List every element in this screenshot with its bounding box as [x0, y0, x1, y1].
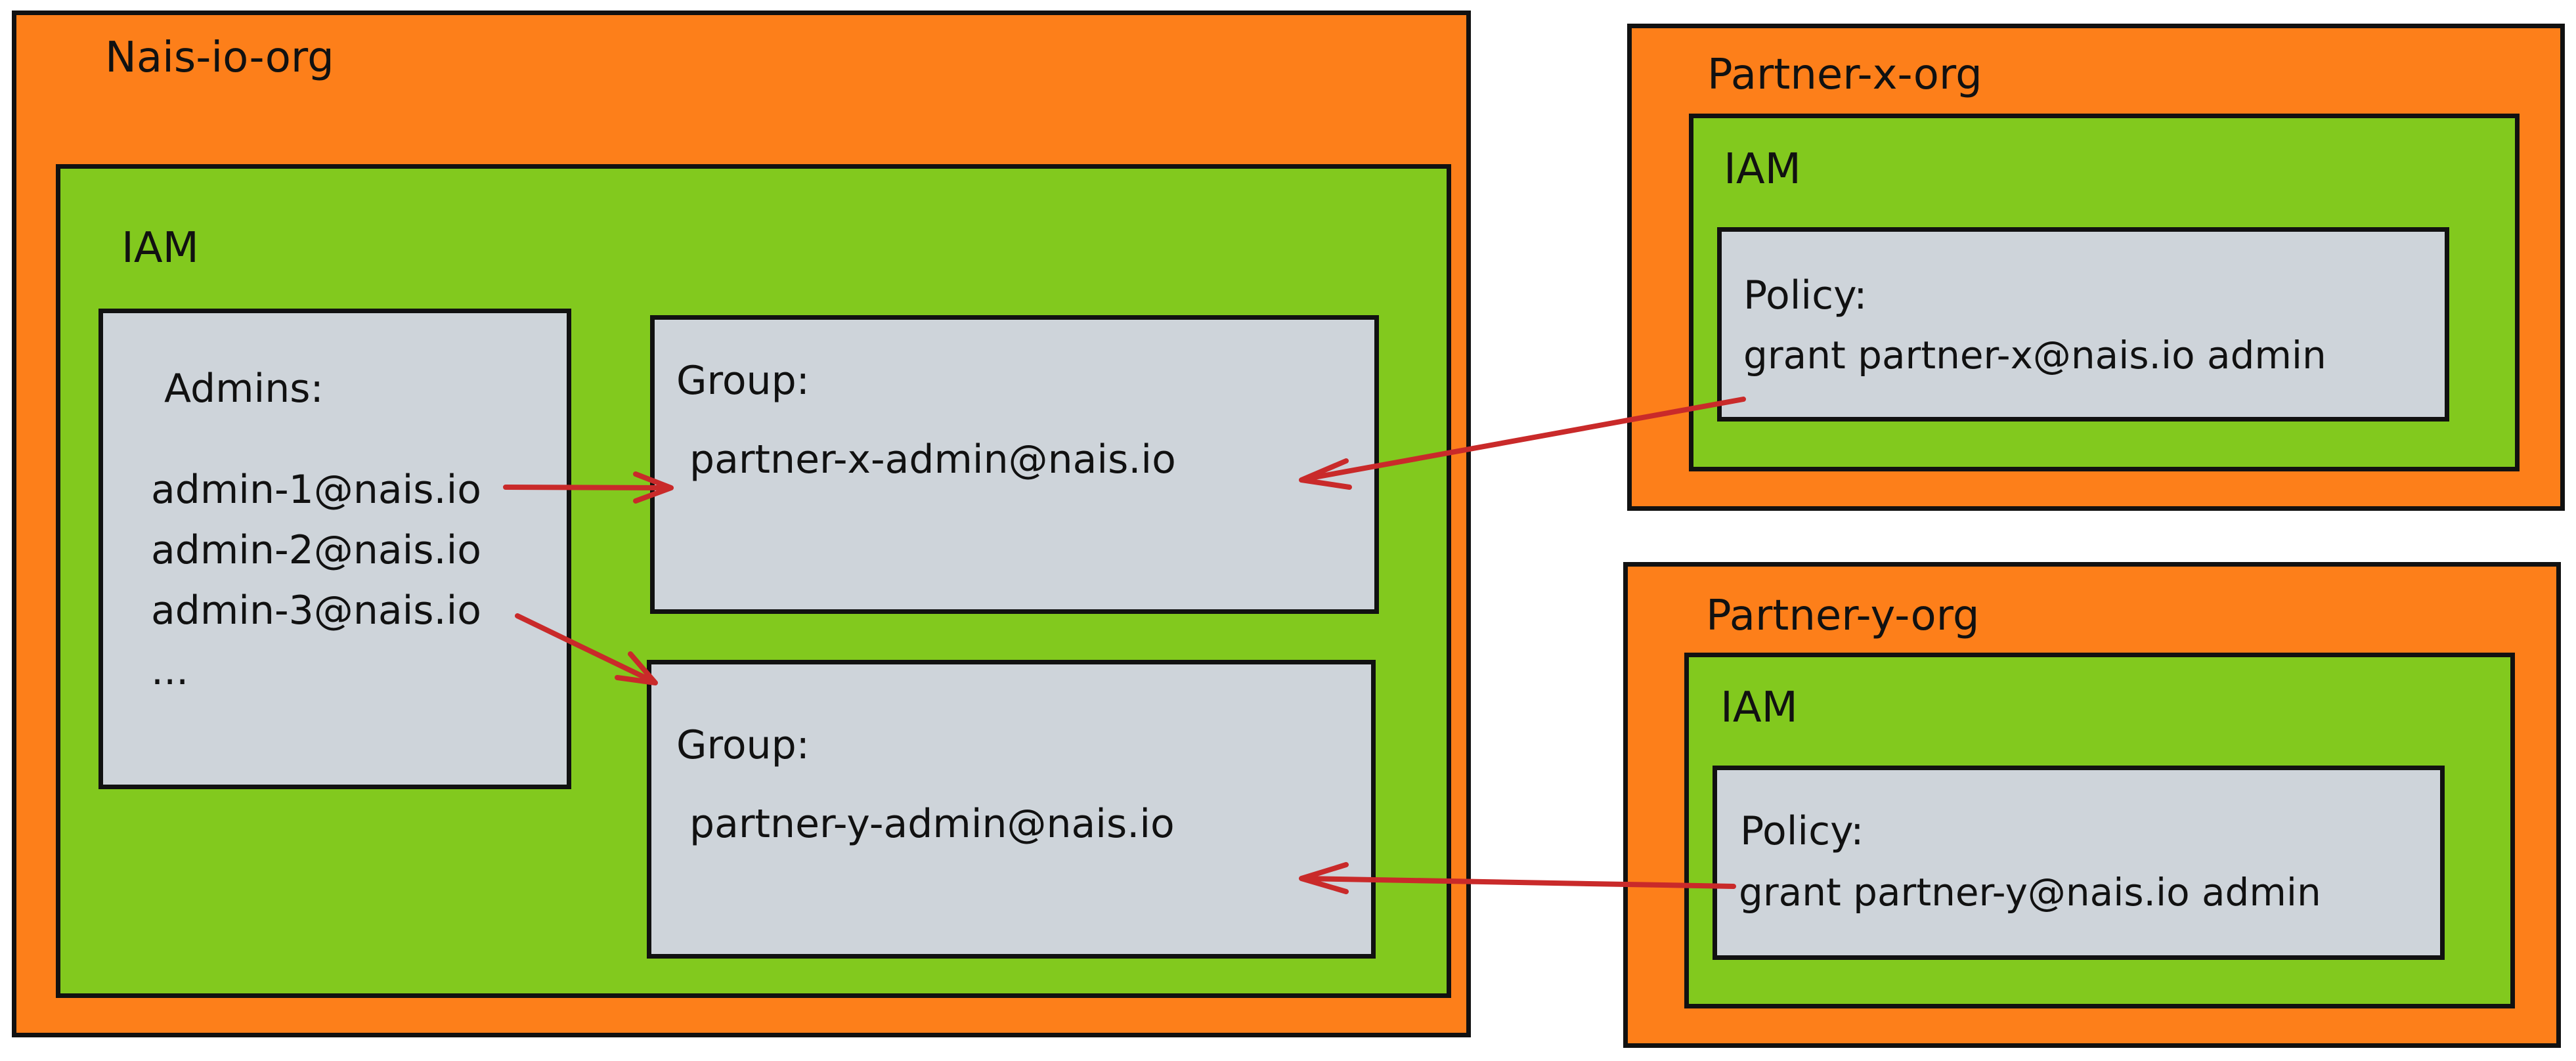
group-x-name: partner-x-admin@nais.io [689, 437, 1176, 483]
nais-io-iam-title: IAM [121, 224, 199, 272]
partner-x-policy-heading: Policy: [1743, 272, 1867, 318]
partner-y-org-title: Partner-y-org [1706, 592, 1980, 640]
group-x-card [650, 315, 1379, 614]
admins-list: admin-1@nais.io admin-2@nais.io admin-3@… [151, 460, 481, 701]
nais-io-org-title: Nais-io-org [105, 33, 334, 82]
partner-x-policy-grant: grant partner-x@nais.io admin [1743, 333, 2326, 378]
group-y-card [647, 660, 1376, 959]
partner-y-iam-title: IAM [1720, 683, 1798, 732]
partner-x-policy-card [1717, 227, 2449, 422]
admins-heading: Admins: [164, 366, 324, 412]
admins-card [98, 309, 571, 789]
partner-y-policy-grant: grant partner-y@nais.io admin [1739, 870, 2321, 915]
group-x-heading: Group: [676, 358, 810, 404]
admin-item: admin-2@nais.io [151, 527, 481, 573]
group-y-heading: Group: [676, 722, 810, 768]
group-y-name: partner-y-admin@nais.io [689, 801, 1175, 847]
admin-item: admin-3@nais.io [151, 588, 481, 634]
partner-x-iam-title: IAM [1724, 145, 1801, 194]
partner-x-org-title: Partner-x-org [1707, 51, 1982, 99]
admin-item-ellipsis: ... [151, 648, 189, 694]
admin-item: admin-1@nais.io [151, 467, 481, 513]
partner-y-policy-heading: Policy: [1740, 808, 1864, 854]
partner-y-policy-card [1713, 766, 2445, 960]
